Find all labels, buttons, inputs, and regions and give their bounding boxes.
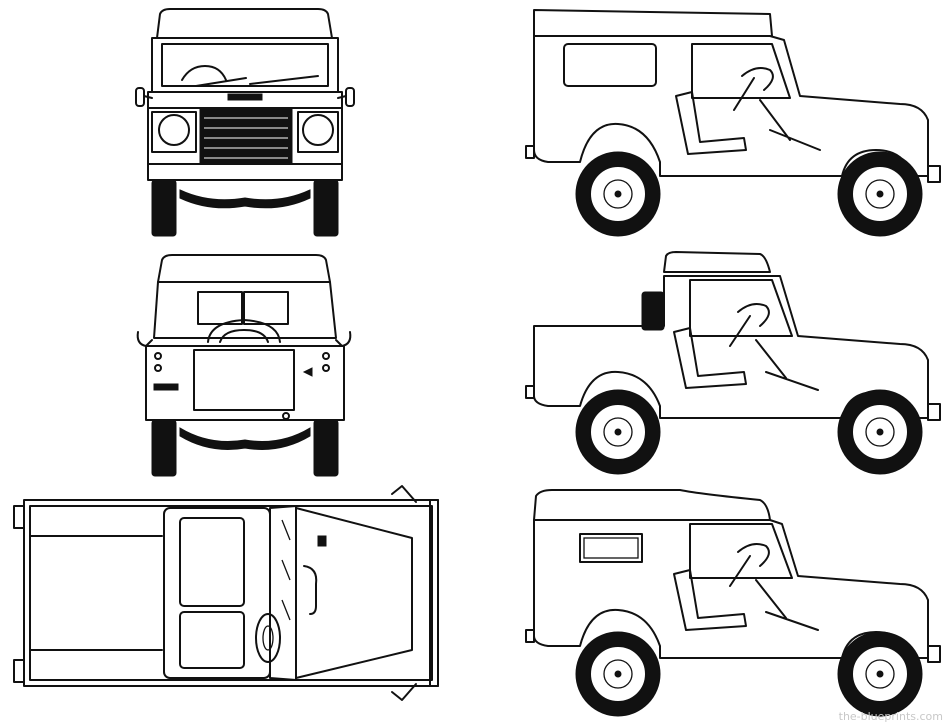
side-view-hardtop: [525, 9, 941, 237]
front-view: [135, 8, 355, 237]
rear-view: [136, 254, 352, 477]
side-view-softtop: [525, 489, 941, 717]
top-view: [13, 485, 439, 701]
side-view-pickup: [525, 251, 941, 475]
watermark-text: the-blueprints.com: [838, 710, 943, 723]
